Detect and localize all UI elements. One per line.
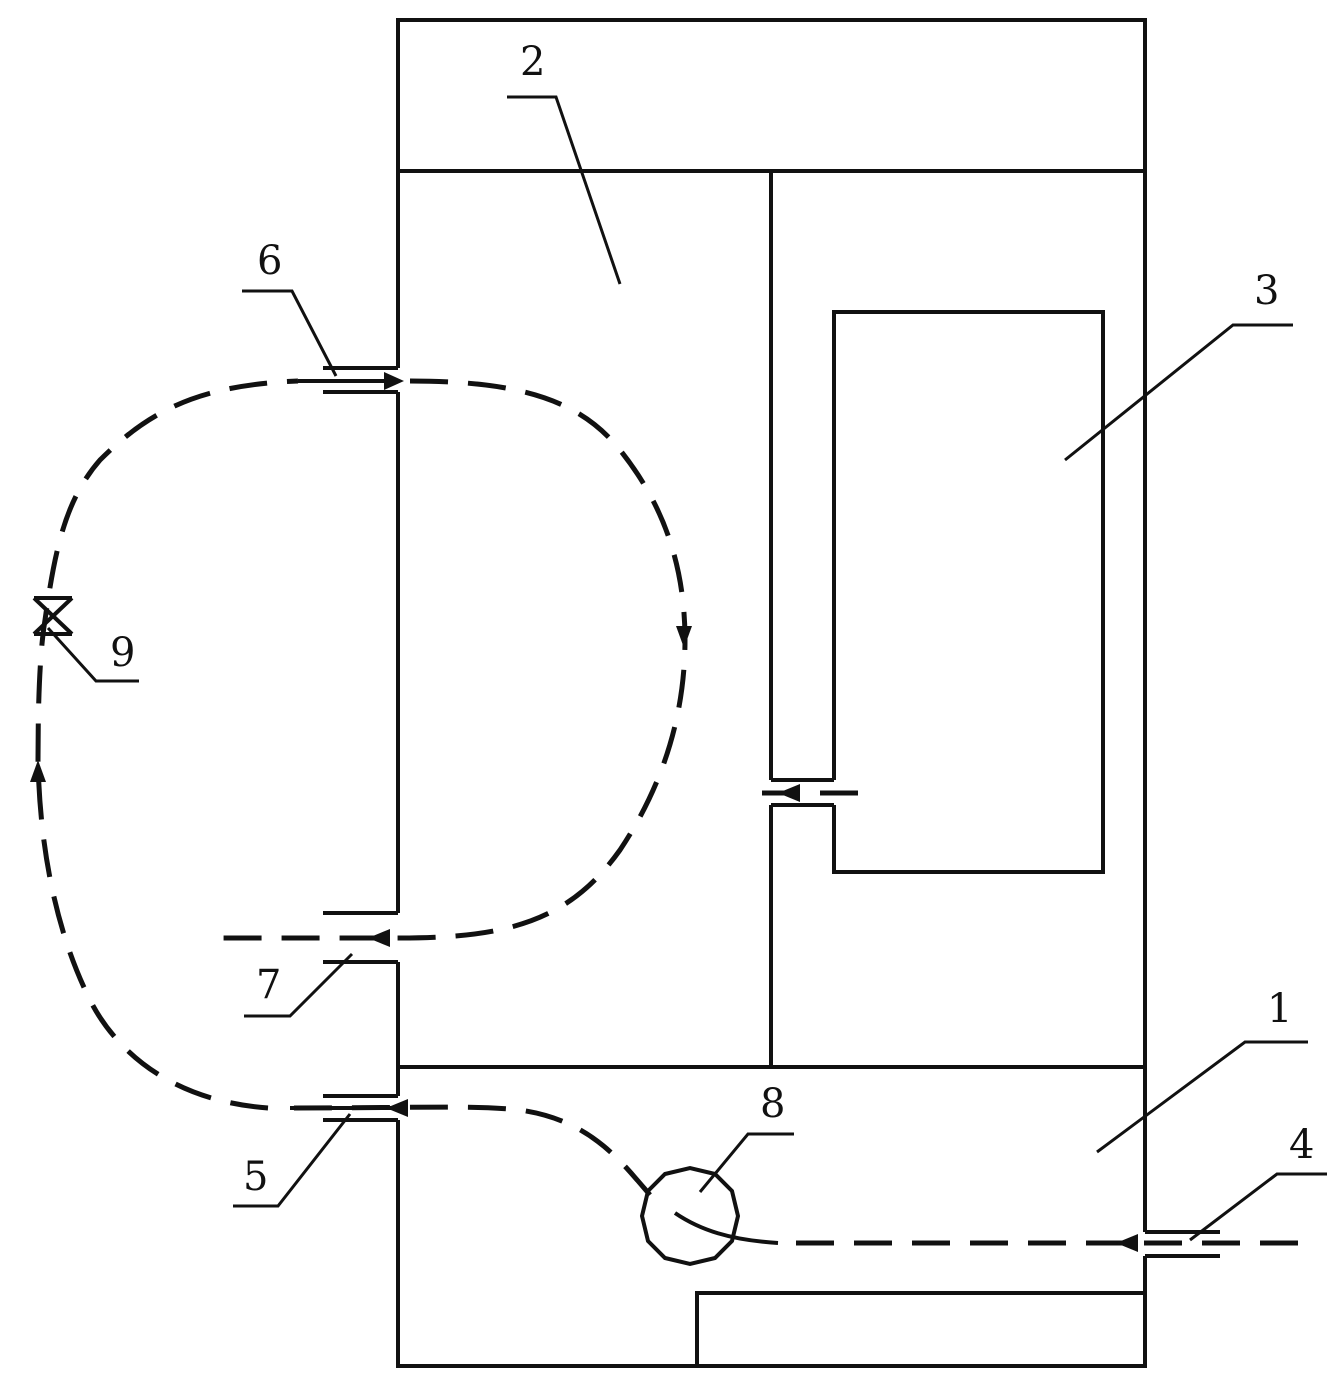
fan-entry-stroke [673,1211,779,1245]
flow-path-outer-loop [35,378,299,1111]
fan-8 [639,1165,741,1267]
arrow-component-3 [778,784,800,802]
flow-solid-segments [290,379,779,1245]
valve-9 [32,596,74,636]
leader-line-2 [507,95,622,285]
leader-line-1 [1096,1040,1308,1154]
part-labels: 2 6 3 9 7 1 8 5 4 [110,39,1314,1200]
label-2: 2 [520,39,545,85]
arrow-inner-loop-down [676,626,692,648]
label-5: 5 [243,1154,268,1200]
leader-line-3 [1064,323,1293,462]
arrow-outer-loop-up [30,760,46,782]
arrow-port-7 [368,929,390,947]
component-3-box [771,310,1105,874]
component-3-outline [832,310,1105,874]
flow-paths [35,378,1298,1246]
leader-line-9 [46,626,139,683]
label-8: 8 [760,1081,785,1127]
housing [396,18,1147,1368]
label-6: 6 [257,238,282,284]
fan-8-body [639,1165,741,1267]
arrow-port-6 [384,372,404,390]
housing-outer-wall-lower [396,1120,1147,1368]
arrow-port-4 [1116,1234,1138,1252]
arrow-port-5 [386,1099,408,1117]
leader-line-5 [233,1113,352,1208]
leader-line-7 [244,952,354,1018]
label-7: 7 [256,962,281,1008]
leader-line-4 [1189,1172,1327,1242]
leader-line-6 [242,289,338,377]
label-4: 4 [1289,1122,1314,1168]
leader-lines [46,95,1327,1242]
housing-outer-wall [396,18,1147,1232]
label-3: 3 [1254,268,1279,314]
flow-arrows [30,372,1138,1252]
ports [323,366,1220,1258]
flow-path-inner-loop [218,378,688,941]
label-1: 1 [1267,986,1292,1032]
leader-line-8 [698,1132,794,1193]
base-compartment [695,1291,1145,1366]
valve-9-diagonal-2 [32,596,74,636]
label-9: 9 [110,630,135,676]
